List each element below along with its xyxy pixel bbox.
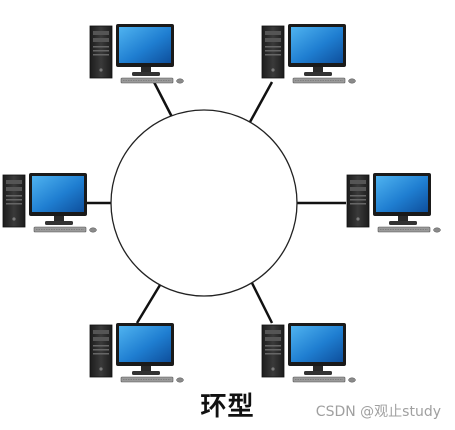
- ring-circle: [110, 109, 298, 297]
- computer-bottom-left: [89, 322, 184, 383]
- watermark: CSDN @观止study: [315, 404, 441, 420]
- link-top-right: [248, 81, 274, 123]
- diagram-title: 环型: [200, 392, 255, 422]
- link-top-left: [152, 81, 174, 118]
- desktop-computer-icon: [346, 172, 441, 233]
- desktop-computer-icon: [89, 322, 184, 383]
- computer-top-right: [261, 23, 356, 84]
- computer-bottom-right: [261, 322, 356, 383]
- desktop-computer-icon: [2, 172, 97, 233]
- desktop-computer-icon: [261, 23, 356, 84]
- link-bottom-right: [249, 280, 274, 324]
- desktop-computer-icon: [261, 322, 356, 383]
- computer-left: [2, 172, 97, 233]
- link-bottom-left: [135, 284, 162, 324]
- computer-right: [346, 172, 441, 233]
- desktop-computer-icon: [89, 23, 184, 84]
- computer-top-left: [89, 23, 184, 84]
